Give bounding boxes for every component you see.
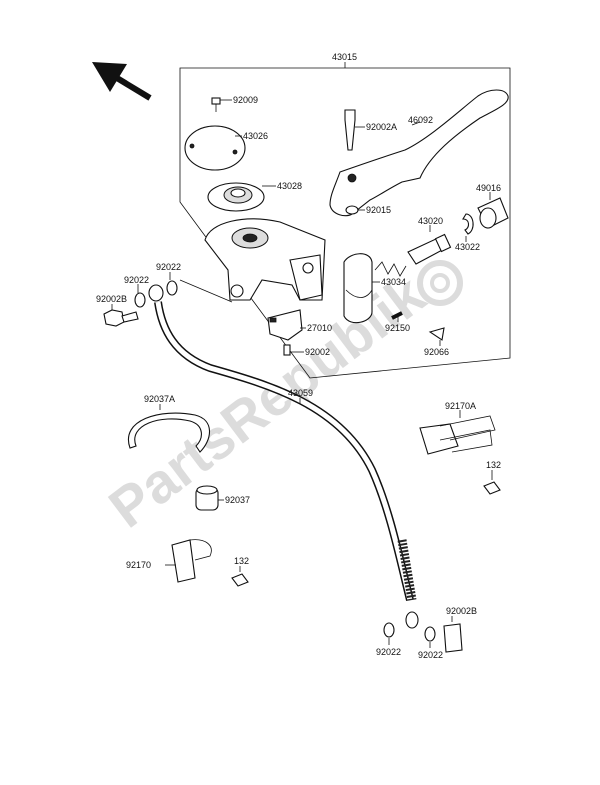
callout-92170: 92170 xyxy=(126,560,151,570)
callout-92009: 92009 xyxy=(233,95,258,105)
callout-92150: 92150 xyxy=(385,323,410,333)
reservoir-cap xyxy=(184,125,246,171)
callout-43020: 43020 xyxy=(418,216,443,226)
callout-labels: 43015 92009 43026 43028 92002A 46092 920… xyxy=(96,52,501,660)
hose-grommet xyxy=(195,485,219,511)
callout-49016: 49016 xyxy=(476,183,501,193)
lower-washer-2 xyxy=(424,626,436,642)
callout-43034: 43034 xyxy=(381,277,406,287)
callout-43015: 43015 xyxy=(332,52,357,62)
callout-92002b-lower: 92002B xyxy=(446,606,477,616)
lower-banjo-bolt xyxy=(443,623,463,653)
callout-92002a: 92002A xyxy=(366,122,397,132)
hose-clip-ring xyxy=(127,412,211,453)
hose-bracket-lower xyxy=(171,539,212,583)
callout-132-lower: 132 xyxy=(234,556,249,566)
callout-43028: 43028 xyxy=(277,181,302,191)
brake-light-switch xyxy=(267,309,303,341)
brake-hose xyxy=(154,301,419,629)
hose-bracket-upper xyxy=(419,415,496,455)
lower-washer-1 xyxy=(383,622,395,638)
callout-92037: 92037 xyxy=(225,495,250,505)
callout-43059: 43059 xyxy=(288,388,313,398)
lever-nut xyxy=(345,205,359,215)
leader-hose-to-boundary xyxy=(179,279,233,303)
cap-screw xyxy=(211,97,221,112)
callout-132-upper: 132 xyxy=(486,460,501,470)
callout-43022: 43022 xyxy=(455,242,480,252)
callout-92170a: 92170A xyxy=(445,401,476,411)
callout-27010: 27010 xyxy=(307,323,332,333)
callout-92022-upper-b: 92022 xyxy=(124,275,149,285)
callout-92002b-upper: 92002B xyxy=(96,294,127,304)
callout-92022-lower-a: 92022 xyxy=(376,647,401,657)
bracket-bolt-upper xyxy=(483,481,501,495)
front-direction-arrow-icon xyxy=(92,62,152,101)
callout-92015: 92015 xyxy=(366,205,391,215)
upper-washer-1 xyxy=(134,292,146,308)
circlip xyxy=(462,213,474,235)
dust-boot xyxy=(477,197,509,229)
callout-46092: 46092 xyxy=(408,115,433,125)
master-cylinder-body xyxy=(204,218,326,301)
clamp-cap xyxy=(428,327,445,341)
assembly-boundary-43015 xyxy=(179,67,511,379)
callout-92022-lower-b: 92022 xyxy=(418,650,443,660)
callout-92037a: 92037A xyxy=(144,394,175,404)
upper-banjo-bolt xyxy=(103,309,139,327)
leader-lines xyxy=(111,99,493,648)
upper-washer-2 xyxy=(166,280,178,296)
bracket-bolt-lower xyxy=(231,573,249,587)
brake-lever xyxy=(329,89,509,217)
switch-screw xyxy=(283,344,291,356)
watermark-gear-icon xyxy=(417,260,463,306)
upper-banjo-fitting xyxy=(148,284,164,302)
lever-pivot-bolt xyxy=(344,109,356,151)
clamp-bolt xyxy=(391,311,403,320)
handlebar-clamp xyxy=(343,253,373,324)
diaphragm xyxy=(207,182,265,212)
callout-43026: 43026 xyxy=(243,131,268,141)
piston-assembly xyxy=(374,233,452,277)
callout-92022-upper-a: 92022 xyxy=(156,262,181,272)
callout-92066: 92066 xyxy=(424,347,449,357)
callout-92002: 92002 xyxy=(305,347,330,357)
